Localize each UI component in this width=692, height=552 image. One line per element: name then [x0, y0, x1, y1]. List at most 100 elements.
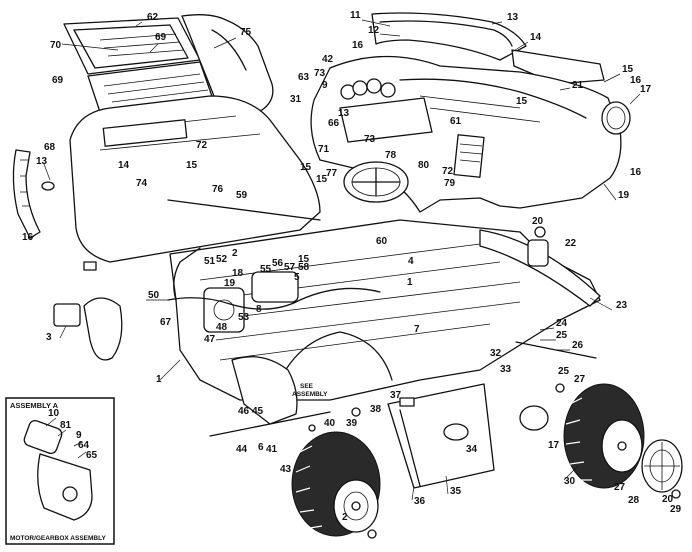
callout-73: 73 — [364, 134, 376, 145]
steering-wheel — [343, 161, 409, 203]
dashboard-gauges — [339, 78, 433, 143]
callout-5: 5 — [294, 272, 300, 283]
callout-6: 6 — [258, 442, 264, 453]
callout-78: 78 — [385, 150, 397, 161]
callout-15: 15 — [186, 160, 198, 171]
callout-31: 31 — [290, 94, 302, 105]
assembly-title: ASSEMBLY A — [10, 401, 59, 410]
callout-12: 12 — [368, 25, 380, 36]
callout-57: 57 — [284, 262, 296, 273]
callout-50: 50 — [148, 290, 160, 301]
see-assembly-line2: ASSEMBLY — [292, 391, 328, 398]
callout-13: 13 — [507, 12, 519, 23]
rear-wheel — [291, 431, 381, 537]
callout-16: 16 — [630, 167, 642, 178]
callout-15: 15 — [622, 64, 634, 75]
callout-67: 67 — [160, 317, 172, 328]
callout-21: 21 — [572, 80, 584, 91]
assembly-num-64: 64 — [78, 440, 90, 451]
callout-17: 17 — [640, 84, 652, 95]
callout-80: 80 — [418, 160, 430, 171]
callout-17: 17 — [548, 440, 560, 451]
callout-2: 2 — [342, 512, 348, 523]
battery-box — [387, 383, 495, 489]
callout-74: 74 — [136, 178, 148, 189]
callout-41: 41 — [266, 444, 278, 455]
callout-27: 27 — [614, 482, 626, 493]
callout-58: 58 — [298, 262, 310, 273]
callout-34: 34 — [466, 444, 478, 455]
callout-19: 19 — [224, 278, 236, 289]
headlight — [601, 101, 631, 135]
callout-39: 39 — [346, 418, 358, 429]
wire-harness — [167, 287, 381, 310]
callout-37: 37 — [390, 390, 402, 401]
callout-61: 61 — [450, 116, 462, 127]
callout-1: 1 — [407, 277, 413, 288]
callout-69: 69 — [52, 75, 64, 86]
callout-15: 15 — [316, 174, 328, 185]
assembly-a-inset: ASSEMBLY A MOTOR/GEARBOX ASSEMBLY 10 81 … — [5, 397, 115, 545]
callout-48: 48 — [216, 322, 228, 333]
callout-79: 79 — [444, 178, 456, 189]
callout-47: 47 — [204, 334, 216, 345]
callout-25: 25 — [556, 330, 568, 341]
callout-29: 29 — [670, 504, 682, 515]
callout-60: 60 — [376, 236, 388, 247]
callout-45: 45 — [252, 406, 264, 417]
callout-16: 16 — [22, 232, 34, 243]
side-mirror — [519, 405, 549, 431]
rear-fender — [231, 356, 298, 425]
motor-assembly — [203, 271, 299, 333]
callout-22: 22 — [565, 238, 577, 249]
rear-body — [69, 95, 321, 263]
callout-66: 66 — [328, 118, 340, 129]
callout-24: 24 — [556, 318, 568, 329]
leader-lines — [29, 19, 641, 501]
callout-36: 36 — [414, 496, 426, 507]
callout-20: 20 — [662, 494, 674, 505]
callout-38: 38 — [370, 404, 382, 415]
callout-7: 7 — [414, 324, 420, 335]
callout-32: 32 — [490, 348, 502, 359]
callout-18: 18 — [232, 268, 244, 279]
callout-4: 4 — [408, 256, 414, 267]
callout-42: 42 — [322, 54, 334, 65]
chassis — [169, 219, 601, 401]
callout-75: 75 — [240, 27, 252, 38]
gearbox-housing — [37, 453, 93, 521]
callout-33: 33 — [500, 364, 512, 375]
callout-15: 15 — [300, 162, 312, 173]
hardware — [83, 226, 681, 539]
callout-76: 76 — [212, 184, 224, 195]
assembly-num-9: 9 — [76, 430, 82, 441]
callout-11: 11 — [350, 10, 361, 21]
callout-16: 16 — [352, 40, 364, 51]
callout-77: 77 — [326, 168, 338, 179]
callout-69: 69 — [155, 32, 167, 43]
battery-holder — [53, 297, 123, 361]
callout-19: 19 — [618, 190, 630, 201]
callout-14: 14 — [530, 32, 542, 43]
callout-55: 55 — [260, 264, 272, 275]
callout-73: 73 — [314, 68, 326, 79]
callout-63: 63 — [298, 72, 310, 83]
callout-28: 28 — [628, 495, 640, 506]
callout-20: 20 — [532, 216, 544, 227]
callout-14: 14 — [118, 160, 130, 171]
callout-40: 40 — [324, 418, 336, 429]
callout-8: 8 — [256, 304, 262, 315]
callout-27: 27 — [574, 374, 586, 385]
callout-51: 51 — [204, 256, 216, 267]
assembly-caption: MOTOR/GEARBOX ASSEMBLY — [10, 535, 106, 542]
windshield — [371, 12, 605, 85]
callout-9: 9 — [322, 80, 328, 91]
callout-1: 1 — [156, 374, 162, 385]
callout-46: 46 — [238, 406, 250, 417]
callout-44: 44 — [236, 444, 248, 455]
callout-72: 72 — [196, 140, 208, 151]
callout-71: 71 — [318, 144, 330, 155]
front-axle — [479, 229, 601, 359]
